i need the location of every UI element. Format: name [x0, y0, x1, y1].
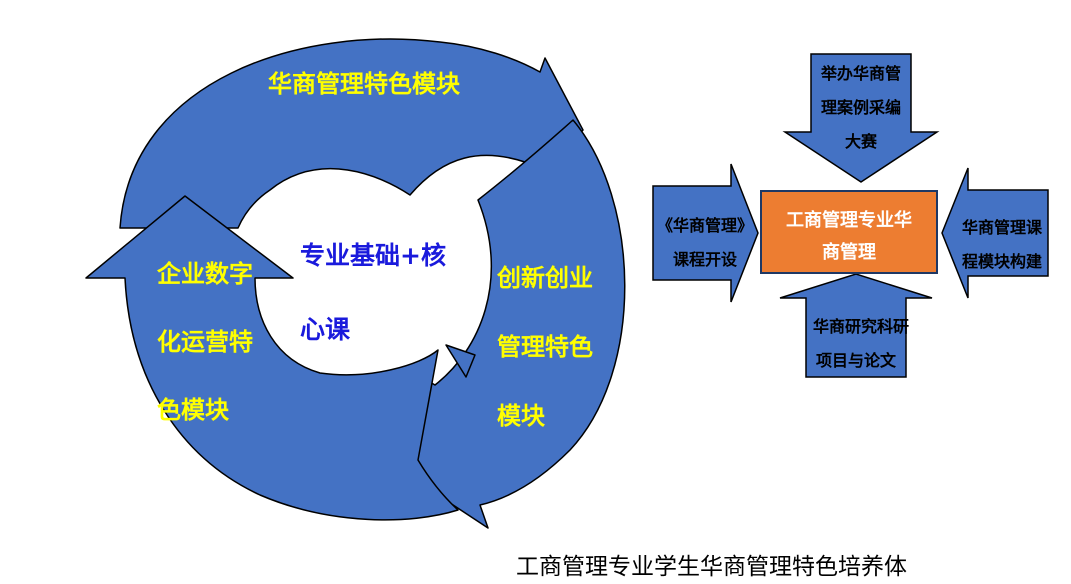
figure-caption: 工商管理专业学生华商管理特色培养体	[516, 554, 907, 580]
center-box: 工商管理专业华 商管理	[760, 190, 938, 274]
cycle-ring	[85, 38, 626, 529]
right-arrow-line-1: 华商管理课	[961, 218, 1042, 237]
center-notch	[445, 344, 476, 378]
left-arrow-line-1: 《华商管理》	[656, 216, 753, 235]
bottom-arrow-line-2: 项目与论文	[815, 351, 896, 370]
right-left-arrow	[941, 167, 1049, 299]
top-module-label: 华商管理特色模块	[268, 70, 460, 98]
right-module-line-3: 模块	[497, 402, 545, 430]
core-course-line-2: 心课	[300, 315, 351, 344]
cross-arrows	[652, 53, 1049, 378]
top-arrow-line-2: 理案例采编	[820, 98, 901, 117]
top-arrow-line-3: 大赛	[844, 132, 877, 151]
right-module-line-1: 创新创业	[497, 264, 593, 292]
top-down-arrow	[782, 53, 940, 183]
core-course-line-1: 专业基础+核	[300, 241, 446, 270]
left-arrow-line-2: 课程开设	[672, 250, 737, 269]
right-module-line-2: 管理特色	[497, 333, 593, 361]
left-right-arrow	[652, 163, 759, 303]
left-module-line-3: 色模块	[157, 396, 229, 424]
left-module-line-2: 化运营特	[157, 328, 253, 356]
right-arc-arrow	[399, 119, 626, 529]
bottom-arrow-line-1: 华商研究科研	[812, 317, 909, 336]
bottom-up-arrow	[779, 273, 933, 378]
top-arrow-line-1: 举办华商管	[820, 64, 901, 83]
center-box-line-1: 工商管理专业华	[786, 210, 912, 231]
left-arc-arrow	[85, 195, 459, 521]
right-arrow-line-2: 程模块构建	[961, 252, 1042, 271]
center-box-line-2: 商管理	[822, 242, 876, 263]
left-module-line-1: 企业数字	[157, 260, 253, 288]
